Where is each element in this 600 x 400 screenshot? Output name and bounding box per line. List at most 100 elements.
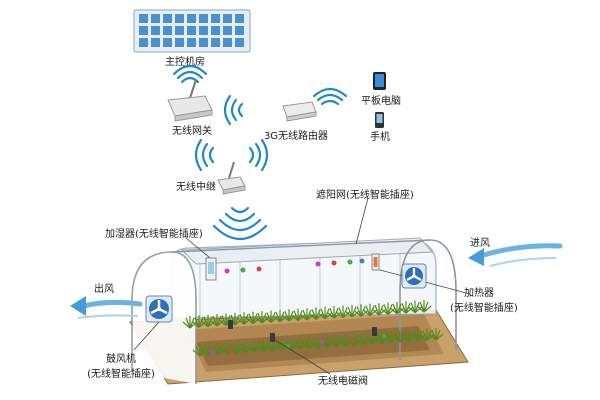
- server-tile: [235, 14, 244, 23]
- router-icon: [282, 101, 317, 122]
- server-tile: [163, 14, 172, 23]
- plant-tuft: [209, 314, 225, 327]
- plant-tuft: [281, 309, 297, 322]
- plant-tuft: [428, 328, 444, 341]
- plant-tuft: [301, 336, 317, 350]
- air-out-arrow-icon: [70, 296, 143, 319]
- heater-icon: [371, 253, 380, 271]
- plant-tuft: [236, 312, 252, 325]
- plant-tuft: [265, 339, 281, 352]
- server-tile: [151, 38, 160, 47]
- plant-tuft: [401, 329, 417, 343]
- plant-tuft: [292, 337, 308, 350]
- back-fan-icon: [401, 263, 427, 289]
- server-tile: [175, 14, 184, 23]
- server-tile: [187, 38, 196, 47]
- plant-tuft: [337, 334, 353, 347]
- plant-tuft: [374, 331, 389, 345]
- humidifier-leader: [185, 237, 211, 259]
- repeater-label: 无线中继: [176, 180, 216, 193]
- server-tile: [199, 14, 208, 23]
- server-tile: [139, 14, 148, 23]
- plant-tuft: [210, 342, 226, 356]
- plant-tuft: [389, 301, 405, 315]
- plant-tuft: [326, 306, 342, 319]
- tablet-icon: [373, 72, 386, 90]
- plant-tuft: [380, 302, 396, 315]
- plant-tuft: [410, 329, 426, 342]
- router-label: 3G无线路由器: [264, 129, 328, 142]
- plant-tuft: [335, 305, 351, 318]
- gateway-label: 无线网关: [172, 124, 212, 137]
- greenhouse: [129, 237, 469, 385]
- plant-tuft: [237, 340, 253, 354]
- server-tile: [223, 26, 232, 35]
- plant-tuft: [191, 315, 207, 328]
- server-tile: [151, 14, 160, 23]
- plant-tuft: [228, 341, 244, 354]
- server-tile: [163, 26, 172, 35]
- plant-tuft: [256, 339, 271, 353]
- plants: [182, 300, 444, 357]
- plant-tuft: [308, 307, 324, 320]
- server-tile: [175, 26, 184, 35]
- plant-tuft: [398, 301, 414, 314]
- control-room-server-icon: [133, 9, 251, 53]
- gateway-icon: [167, 79, 213, 122]
- plant-tuft: [182, 316, 198, 329]
- blower-label-line2: (无线智能插座): [87, 367, 155, 380]
- plant-tuft: [290, 308, 306, 322]
- plant-tuft: [328, 334, 344, 348]
- plant-tuft: [365, 332, 380, 345]
- plant-tuft: [383, 331, 399, 344]
- plant-tuft: [192, 344, 208, 357]
- server-tile: [199, 38, 208, 47]
- server-tile: [235, 26, 244, 35]
- blower-fan-icon: [145, 295, 173, 323]
- server-tile: [211, 14, 220, 23]
- server-tile: [211, 26, 220, 35]
- plant-tuft: [344, 304, 360, 318]
- plant-tuft: [254, 311, 270, 324]
- humidifier-label: 加湿器(无线智能插座): [105, 227, 203, 240]
- plant-tuft: [371, 303, 387, 316]
- blower-leader: [133, 321, 160, 351]
- plant-tuft: [245, 311, 261, 325]
- air-in-arrow-icon: [468, 243, 563, 267]
- heater-label-line1: 加热器: [464, 286, 494, 299]
- server-tile: [163, 38, 172, 47]
- control-room-label: 主控机房: [165, 55, 205, 68]
- air-in-label: 进风: [470, 237, 490, 249]
- server-tile: [139, 26, 148, 35]
- tablet-label: 平板电脑: [361, 94, 401, 107]
- heater-label-line2: (无线智能插座): [450, 301, 518, 314]
- plant-tuft: [319, 335, 335, 348]
- plant-tuft: [416, 300, 432, 313]
- server-tile: [187, 26, 196, 35]
- humidifier-icon: [205, 257, 217, 281]
- server-tile: [187, 14, 196, 23]
- valve-label: 无线电磁阀: [318, 374, 368, 387]
- valve-leader: [274, 339, 331, 375]
- wifi-signal-icon: [172, 64, 348, 240]
- plant-tuft: [310, 336, 326, 349]
- plant-tuft: [407, 300, 423, 314]
- server-tile: [151, 26, 160, 35]
- phone-label: 手机: [370, 130, 390, 143]
- server-tile: [199, 26, 208, 35]
- valve-icon: [228, 320, 377, 342]
- server-tile: [139, 38, 148, 47]
- sunshade-label: 遮阳网(无线智能插座): [316, 188, 414, 201]
- phone-icon: [375, 112, 384, 128]
- plant-tuft: [299, 308, 315, 321]
- plant-tuft: [355, 332, 371, 346]
- plant-tuft: [227, 312, 243, 326]
- plant-tuft: [272, 309, 288, 323]
- sunshade-leader: [355, 197, 369, 245]
- plant-tuft: [362, 303, 378, 317]
- plant-tuft: [317, 306, 333, 320]
- repeater-icon: [217, 161, 246, 195]
- sensor-dots: [210, 258, 386, 354]
